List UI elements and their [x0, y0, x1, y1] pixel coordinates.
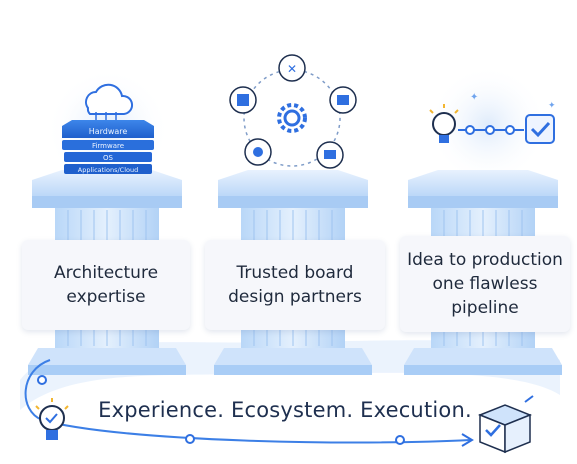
svg-text:✦: ✦: [470, 92, 478, 103]
card-partners: Trusted board design partners: [205, 240, 385, 330]
svg-text:✦: ✦: [548, 101, 556, 111]
stack-layer-os: OS: [103, 154, 114, 162]
bulb-pipeline-icon: ✦ ✦: [429, 92, 556, 144]
svg-text:✕: ✕: [287, 62, 297, 76]
stack-layer-firmware: Firmware: [92, 142, 124, 150]
pillar-label-pipeline: Idea to production one flawless pipeline: [407, 250, 563, 318]
card-architecture: Architecture expertise: [22, 240, 190, 330]
stack-layer-hardware: Hardware: [89, 127, 128, 136]
gear-network-icon: ✕: [229, 54, 357, 169]
bulb-icon: [35, 398, 69, 440]
timeline: [24, 359, 474, 447]
tagline: Experience. Ecosystem. Execution.: [98, 398, 472, 422]
box-check-icon: [477, 395, 534, 454]
pillar-label-architecture: Architecture expertise: [53, 263, 159, 307]
cloud-stack-icon: [62, 83, 154, 174]
card-pipeline: Idea to production one flawless pipeline: [400, 236, 570, 332]
pillar-label-partners: Trusted board design partners: [228, 263, 362, 307]
node-top: [278, 54, 306, 82]
stack-layer-apps: Applications/Cloud: [78, 166, 138, 174]
halo-right: [428, 65, 548, 185]
